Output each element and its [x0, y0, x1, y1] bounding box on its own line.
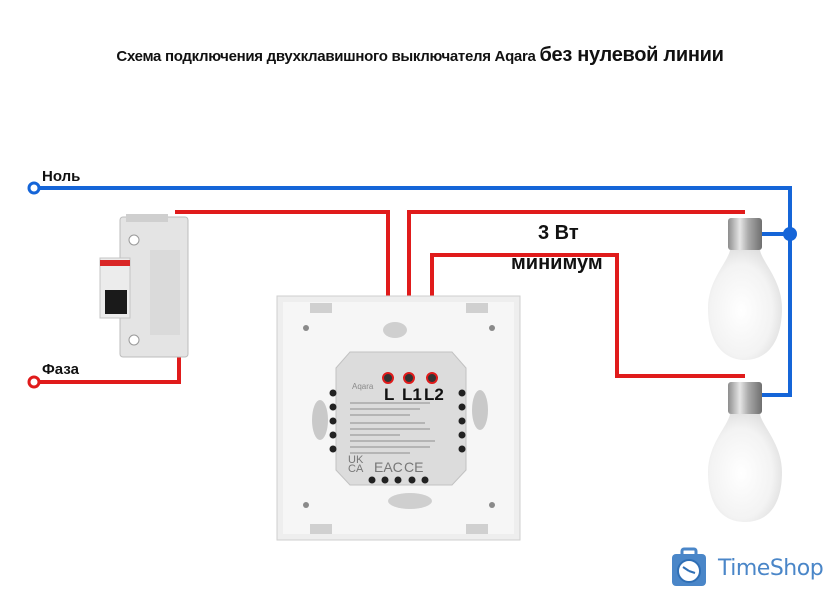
title-part-2: без нулевой линии [539, 44, 724, 66]
neutral-label: Ноль [42, 168, 81, 185]
eac-mark: EAC [374, 459, 403, 475]
logo-text: TimeShop [718, 555, 824, 581]
title-part-1: Схема подключения двухклавишного выключа… [116, 48, 540, 65]
timeshop-logo: TimeShop [668, 546, 824, 590]
aqara-switch-icon [276, 295, 521, 541]
switch-brand: Aqara [352, 382, 374, 391]
light-bulb-top-icon [708, 218, 782, 360]
neutral-junction-icon [783, 227, 797, 241]
min-power-caption: минимум [511, 252, 603, 274]
terminal-l2-label: L2 [424, 385, 444, 404]
light-bulb-bottom-icon [708, 382, 782, 522]
phase-label: Фаза [42, 361, 79, 378]
terminal-l1-label: L1 [402, 385, 422, 404]
neutral-terminal-icon [27, 181, 41, 195]
circuit-breaker-icon [99, 214, 189, 358]
clock-bag-icon [672, 547, 706, 586]
phase-terminal-icon [27, 375, 41, 389]
diagram-title: Схема подключения двухклавишного выключа… [0, 44, 840, 67]
terminal-l-label: L [384, 385, 395, 404]
ce-mark: CE [404, 459, 424, 475]
ukca-mark: UK CA [348, 454, 364, 475]
min-power-value: 3 Вт [538, 222, 579, 244]
